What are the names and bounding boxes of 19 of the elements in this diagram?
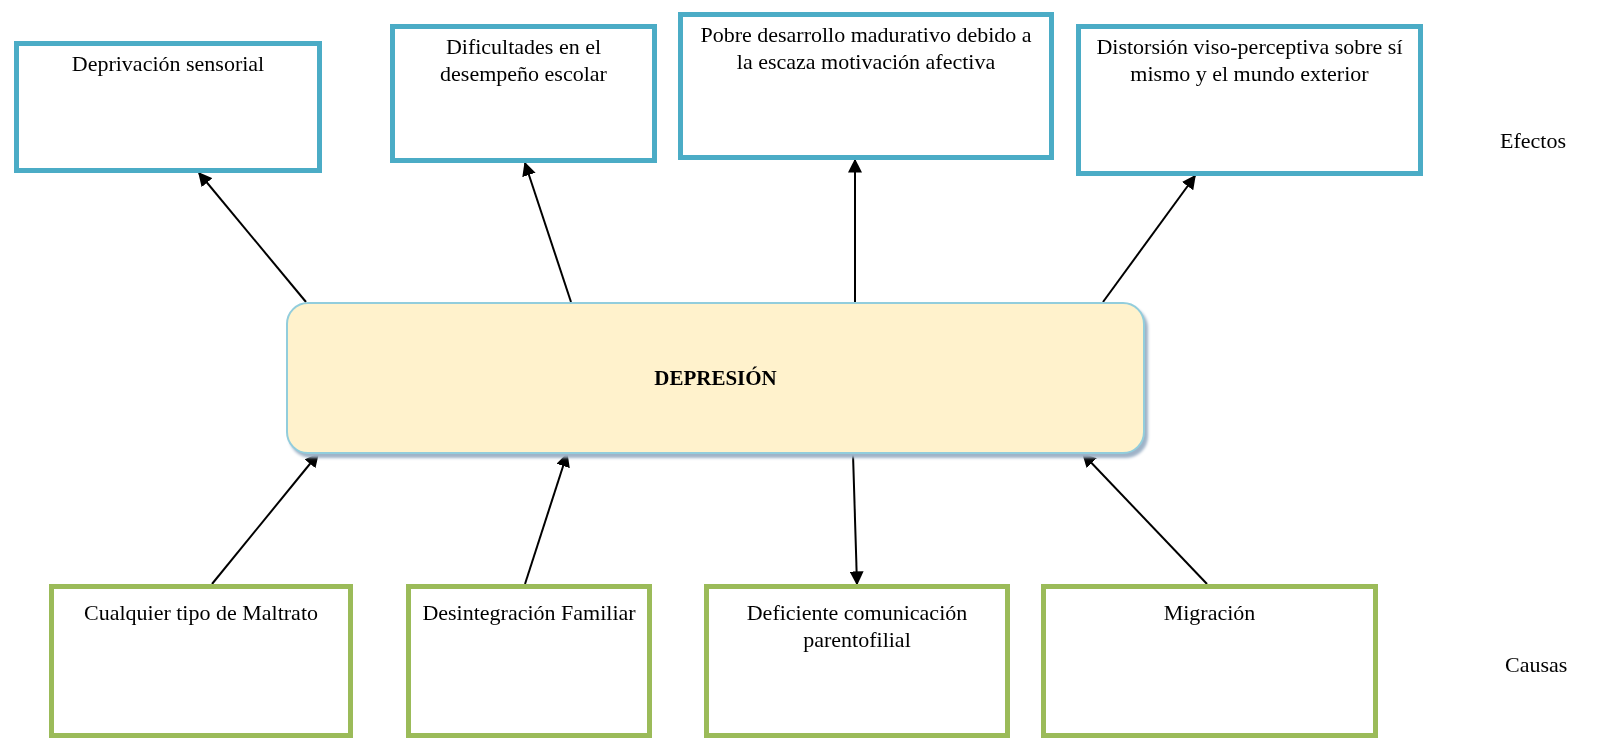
effect-box: Distorsión viso-perceptiva sobre sí mismo y el mundo exterior bbox=[1076, 24, 1423, 176]
problem-box: DEPRESIÓN bbox=[286, 302, 1145, 454]
effect-box: Dificultades en el desempeño escolar bbox=[390, 24, 657, 163]
arrow bbox=[198, 171, 307, 303]
arrow bbox=[848, 158, 862, 303]
cause-box: Desintegración Familiar bbox=[406, 584, 652, 738]
arrow bbox=[211, 452, 319, 585]
section-label: Efectos bbox=[1500, 128, 1566, 154]
effect-box: Deprivación sensorial bbox=[14, 41, 322, 173]
arrow bbox=[1082, 453, 1208, 585]
cause-box: Cualquier tipo de Maltrato bbox=[49, 584, 353, 738]
cause-box: Deficiente comunicación parentofilial bbox=[704, 584, 1010, 738]
arrow bbox=[522, 161, 572, 303]
arrow bbox=[524, 452, 570, 585]
effect-box: Pobre desarrollo madurativo debido a la escaza motivación afectiva bbox=[678, 12, 1054, 160]
arrow bbox=[1102, 174, 1196, 303]
section-label: Causas bbox=[1505, 652, 1568, 678]
cause-box: Migración bbox=[1041, 584, 1378, 738]
arrow bbox=[849, 453, 864, 586]
